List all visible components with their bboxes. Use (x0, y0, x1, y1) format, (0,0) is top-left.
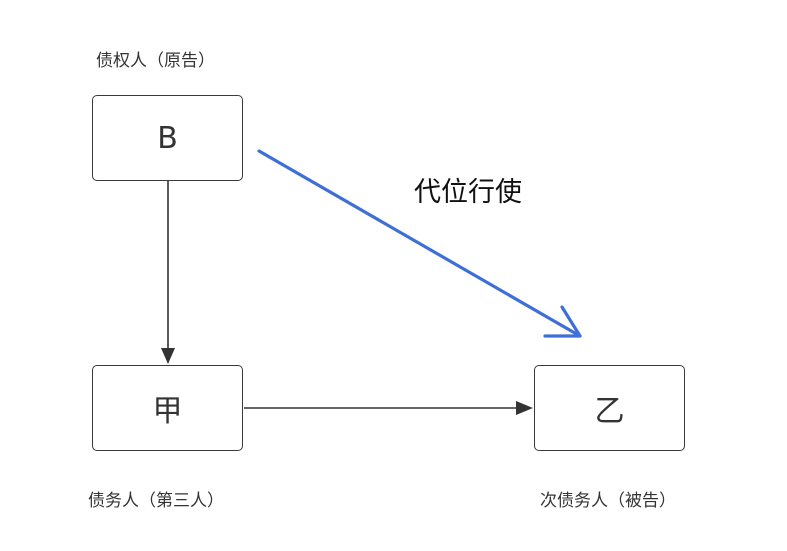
creditor-node: B (92, 95, 243, 181)
debtor-node: 甲 (92, 365, 243, 451)
creditor-caption: 债权人（原告） (96, 51, 215, 71)
debtor-caption: 债务人（第三人） (88, 491, 224, 511)
edge-subrogation (257, 149, 582, 338)
sub-debtor-node-label: 乙 (594, 394, 625, 429)
sub-debtor-node: 乙 (534, 365, 685, 451)
edge-debtor-to-subdebtor-arrowhead (516, 401, 533, 415)
edge-subrogation-arrowhead (543, 305, 582, 338)
creditor-node-label: B (157, 120, 178, 156)
subrogation-label: 代位行使 (414, 177, 522, 208)
sub-debtor-caption: 次债务人（被告） (540, 491, 676, 511)
edge-creditor-to-debtor-arrowhead (161, 348, 175, 364)
debtor-node-label: 甲 (152, 394, 183, 429)
